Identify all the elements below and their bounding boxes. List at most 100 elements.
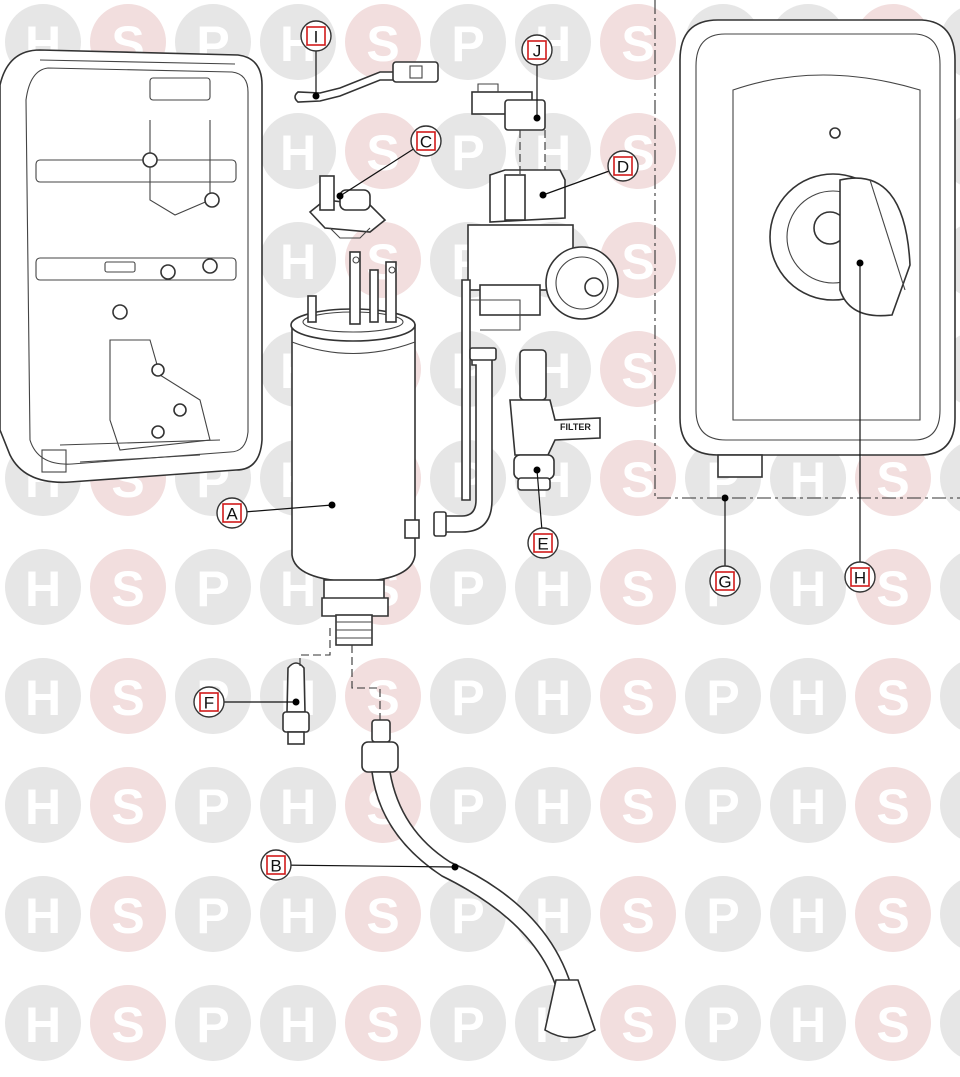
watermark-circle xyxy=(90,876,166,952)
watermark-circle xyxy=(430,113,506,189)
watermark-circle xyxy=(600,876,676,952)
watermark-circle xyxy=(175,876,251,952)
watermark-letter: H xyxy=(280,779,316,835)
callout-dot-e xyxy=(533,466,541,474)
callout-label-j: J xyxy=(533,42,542,61)
watermark-letter: H xyxy=(535,561,571,617)
watermark-circle xyxy=(600,222,676,298)
outlet-elbow xyxy=(433,347,497,537)
callout-label-i: I xyxy=(314,28,319,47)
callout-dot-c xyxy=(336,192,344,200)
part-b-outlet-pipe xyxy=(361,719,596,1039)
watermark-circle xyxy=(260,876,336,952)
watermark-circle xyxy=(855,985,931,1061)
watermark-circle xyxy=(770,985,846,1061)
watermark-circle xyxy=(5,985,81,1061)
watermark-circle xyxy=(855,767,931,843)
watermark-letter: S xyxy=(621,234,654,290)
watermark-circle xyxy=(345,985,421,1061)
watermark-circle xyxy=(855,440,931,516)
front-cover-boundary xyxy=(654,0,960,499)
callout-dot-j xyxy=(533,114,541,122)
watermark-letter: P xyxy=(706,888,739,944)
watermark-letter: P xyxy=(451,670,484,726)
watermark-circle xyxy=(175,985,251,1061)
watermark-circle xyxy=(5,767,81,843)
watermark-letter: P xyxy=(451,997,484,1053)
watermark-letter: H xyxy=(280,997,316,1053)
watermark-letter: S xyxy=(876,452,909,508)
watermark-circle xyxy=(940,662,960,730)
callout-label-c: C xyxy=(420,133,432,152)
watermark-circle xyxy=(600,331,676,407)
callout-label-g: G xyxy=(718,573,731,592)
watermark-circle xyxy=(515,658,591,734)
watermark-letter: S xyxy=(876,779,909,835)
callout-dot-b xyxy=(451,863,459,871)
part-i-sensor xyxy=(294,61,439,103)
watermark-circle xyxy=(600,767,676,843)
watermark-circle xyxy=(260,985,336,1061)
watermark-letter: S xyxy=(111,888,144,944)
watermark-letter: H xyxy=(790,670,826,726)
watermark-letter: S xyxy=(621,670,654,726)
watermark-circle xyxy=(600,549,676,625)
watermark-letter: S xyxy=(111,561,144,617)
watermark-circle xyxy=(90,549,166,625)
watermark-circle xyxy=(5,658,81,734)
watermark-circle xyxy=(855,876,931,952)
part-d-valve xyxy=(461,169,619,501)
callout-dot-g xyxy=(721,494,729,502)
watermark-circle xyxy=(90,985,166,1061)
watermark-circle xyxy=(685,876,761,952)
callout-box-d xyxy=(613,156,633,176)
watermark-letter: H xyxy=(280,234,316,290)
watermark-circle xyxy=(770,658,846,734)
watermark-letter: H xyxy=(25,779,61,835)
watermark-circle xyxy=(855,549,931,625)
watermark-circle xyxy=(855,658,931,734)
part-h-control-knob xyxy=(769,173,911,317)
watermark-letter: H xyxy=(790,779,826,835)
pipe-connection-line xyxy=(351,645,381,720)
watermark-letter: P xyxy=(451,779,484,835)
watermark-circle xyxy=(430,767,506,843)
watermark-circle xyxy=(260,113,336,189)
watermark-circle xyxy=(685,658,761,734)
watermark-circle xyxy=(5,549,81,625)
watermark-circle xyxy=(5,876,81,952)
watermark-letter: S xyxy=(621,779,654,835)
watermark-circle xyxy=(175,767,251,843)
watermark-letter: S xyxy=(876,888,909,944)
watermark-circle xyxy=(90,658,166,734)
watermark-letter: P xyxy=(451,125,484,181)
watermark-letter: P xyxy=(196,888,229,944)
watermark-circle xyxy=(685,985,761,1061)
callout-label-e: E xyxy=(537,535,548,554)
watermark-circle xyxy=(600,440,676,516)
callout-box-h xyxy=(850,567,870,587)
watermark-letter: S xyxy=(621,888,654,944)
watermark-circle xyxy=(260,222,336,298)
watermark-letter: P xyxy=(451,16,484,72)
watermark-letter: S xyxy=(621,16,654,72)
watermark-letter: P xyxy=(451,561,484,617)
callout-dot-f xyxy=(292,698,300,706)
watermark-letter: H xyxy=(790,888,826,944)
watermark-circle xyxy=(260,767,336,843)
callout-box-f xyxy=(199,692,219,712)
part-f-cutout xyxy=(282,662,310,745)
watermark-circle xyxy=(345,4,421,80)
callout-leader-c xyxy=(339,140,427,197)
watermark-circle xyxy=(940,444,960,512)
watermark-letter: H xyxy=(280,888,316,944)
watermark-letter: H xyxy=(25,561,61,617)
watermark-circle xyxy=(685,767,761,843)
callout-box-g xyxy=(715,571,735,591)
callout-dot-h xyxy=(856,259,864,267)
watermark-circle xyxy=(940,989,960,1057)
watermark-letter: S xyxy=(621,561,654,617)
watermark-circle xyxy=(940,880,960,948)
callout-box-e xyxy=(533,533,553,553)
part-a-heater-can xyxy=(290,251,420,646)
